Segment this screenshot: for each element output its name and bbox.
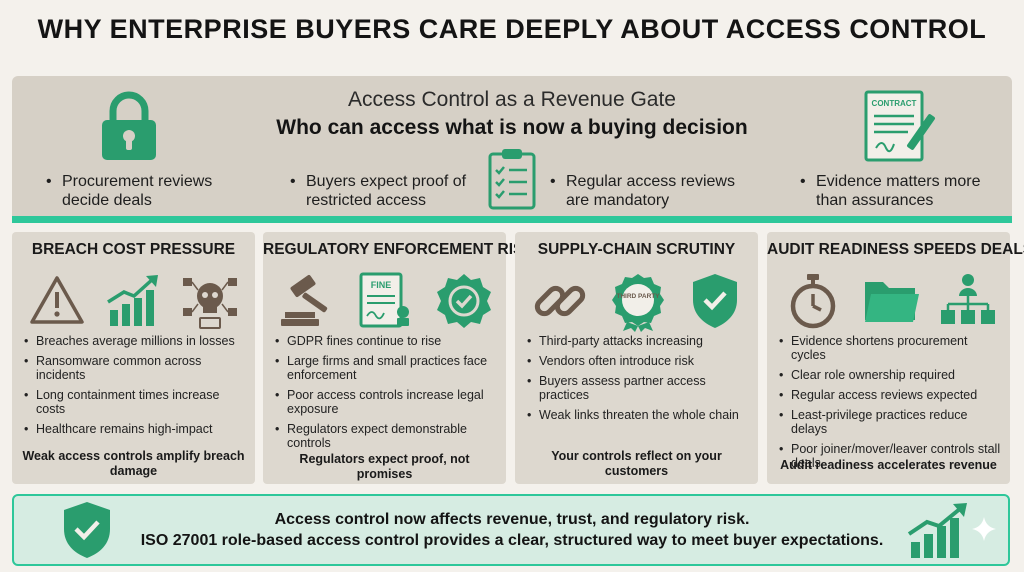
list-item: Least-privilege practices reduce delays: [777, 408, 1005, 436]
growth-chart-icon: [907, 503, 967, 558]
folder-icon: [865, 282, 919, 322]
card-footer: Audit readiness accelerates revenue: [780, 458, 997, 472]
list-item: Regular access reviews expected: [777, 388, 1005, 402]
gavel-icon: [281, 274, 328, 326]
list-item: Third-party attacks increasing: [525, 334, 753, 348]
list-item: Poor access controls increase legal expo…: [273, 388, 501, 416]
list-item: Buyers assess partner access practices: [525, 374, 753, 402]
bottom-banner: [12, 494, 1010, 566]
list-item: Healthcare remains high-impact: [22, 422, 250, 436]
hero-accent-bar: [12, 216, 1012, 223]
hero-bullet: Buyers expect proof of restricted access: [290, 172, 496, 210]
sparkle-icon: [972, 517, 996, 541]
card-title: AUDIT READINESS SPEEDS DEALS: [767, 241, 1024, 258]
card-regulatory-risk: REGULATORY ENFORCEMENT RISK FINE GDPR fi…: [263, 232, 535, 484]
chain-link-icon: [534, 285, 586, 317]
card-title: SUPPLY-CHAIN SCRUTINY: [537, 241, 736, 258]
card-breach-cost: BREACH COST PRESSURE: [12, 232, 255, 484]
hero-bullet: Regular access reviews are mandatory: [550, 172, 756, 210]
list-item: Ransomware common across incidents: [22, 354, 250, 382]
list-item: GDPR fines continue to rise: [273, 334, 501, 348]
hero-headline: Who can access what is now a buying deci…: [276, 116, 748, 139]
approval-badge-icon: [437, 274, 491, 328]
card-footer: Your controls reflect on your customers: [551, 449, 722, 478]
list-item: Vendors often introduce risk: [525, 354, 753, 368]
third-party-badge-icon: THIRD PARTY: [612, 274, 664, 332]
rising-chart-icon: [107, 275, 158, 326]
list-item: Long containment times increase costs: [22, 388, 250, 416]
list-item: Weak links threaten the whole chain: [525, 408, 753, 422]
list-item: Large firms and small practices face enf…: [273, 354, 501, 382]
warning-icon: [30, 276, 84, 324]
list-item: Poor joiner/mover/leaver controls stall …: [777, 442, 1005, 470]
list-item: Regulators expect demonstrable controls: [273, 422, 501, 450]
fine-label: FINE: [371, 280, 392, 290]
card-audit-readiness: AUDIT READINESS SPEEDS DEALS Evidence: [767, 232, 1024, 484]
hero-bullet: Evidence matters more than assurances: [800, 172, 1006, 210]
card-supply-chain: SUPPLY-CHAIN SCRUTINY THIRD PARTY Third-…: [515, 232, 758, 484]
list-item: Breaches average millions in losses: [22, 334, 250, 348]
shield-check-icon: [64, 502, 110, 558]
skull-network-icon: [183, 278, 237, 329]
bottom-line-1: Access control now affects revenue, trus…: [274, 511, 750, 528]
stopwatch-icon: [790, 274, 836, 329]
list-item: Clear role ownership required: [777, 368, 1005, 382]
padlock-icon: [102, 91, 156, 160]
shield-check-icon: [693, 274, 737, 328]
bottom-line-2: ISO 27001 role-based access control prov…: [140, 532, 884, 549]
card-footer: Regulators expect proof, not promises: [299, 452, 470, 481]
card-title: REGULATORY ENFORCEMENT RISK: [263, 241, 535, 258]
page-title: WHY ENTERPRISE BUYERS CARE DEEPLY ABOUT …: [37, 14, 987, 44]
fine-document-icon: FINE: [359, 272, 409, 328]
hero-bullet: Procurement reviews decide deals: [46, 172, 252, 210]
org-chart-icon: [941, 274, 995, 324]
list-item: Evidence shortens procurement cycles: [777, 334, 1005, 362]
hero-subtitle: Access Control as a Revenue Gate: [347, 88, 676, 111]
card-title: BREACH COST PRESSURE: [31, 241, 236, 258]
contract-label: CONTRACT: [872, 99, 917, 108]
card-footer: Weak access controls amplify breach dama…: [22, 449, 245, 478]
third-party-label: THIRD PARTY: [616, 293, 660, 300]
contract-icon: CONTRACT: [864, 90, 935, 162]
